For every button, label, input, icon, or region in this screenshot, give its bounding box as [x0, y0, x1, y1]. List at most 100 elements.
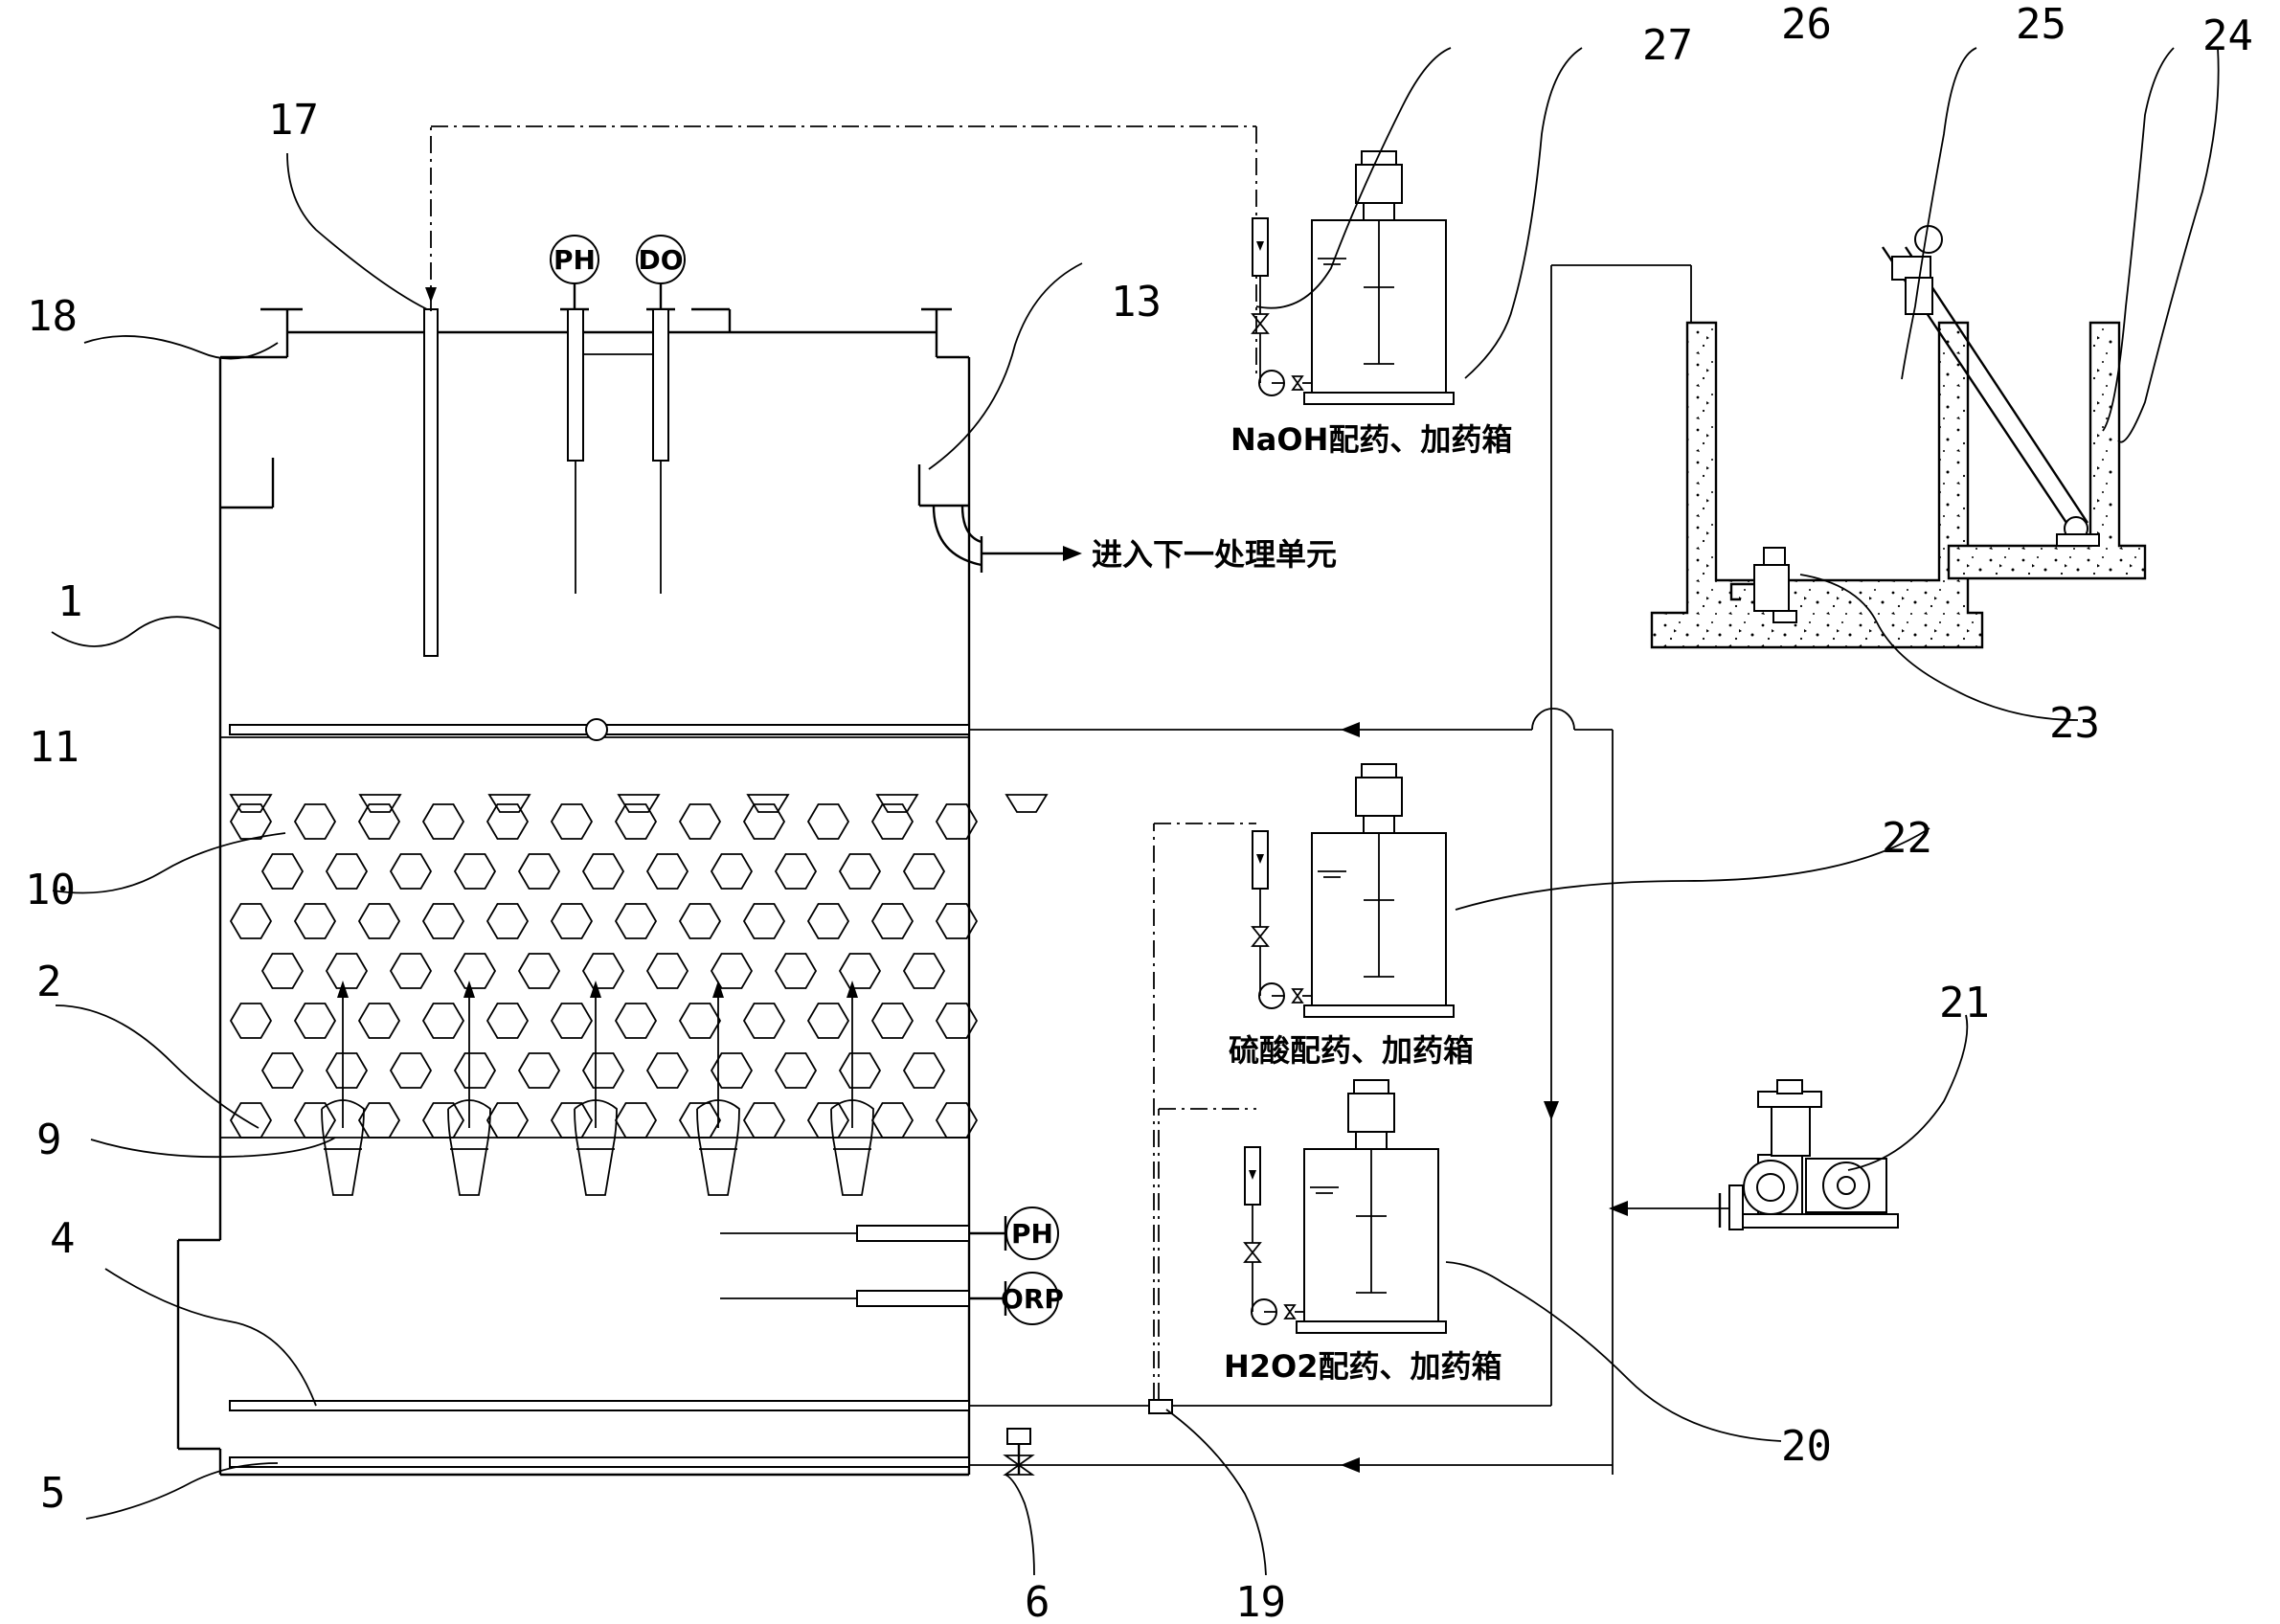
blower-21: [1718, 1079, 1899, 1230]
probe-ph-top: PH: [550, 235, 599, 594]
probe-do-top: DO: [583, 235, 686, 594]
aerator: [830, 981, 874, 1196]
packing-hex: [775, 953, 817, 989]
packing-hex: [679, 1003, 721, 1039]
packing-hex: [454, 853, 496, 890]
callout-26: 26: [1781, 0, 1832, 49]
packing-hex: [326, 953, 368, 989]
leader-lines: [51, 47, 2220, 1576]
return-pipe: [229, 708, 1614, 1475]
packing-hex: [422, 1102, 464, 1139]
packing-hex: [230, 903, 272, 939]
callout-24: 24: [2202, 11, 2253, 60]
naoh-dosing-unit: [1251, 150, 1455, 405]
packing-hex: [746, 794, 790, 813]
packing-hex: [903, 853, 945, 890]
packing-hex: [390, 953, 432, 989]
packing-hex: [518, 1052, 560, 1089]
packing-hex: [358, 903, 400, 939]
aerator: [321, 981, 365, 1196]
packing-hex: [326, 853, 368, 890]
probe-orp-bottom: ORP: [720, 1272, 1064, 1325]
packing-hex: [807, 803, 849, 840]
packing-hex: [871, 903, 914, 939]
packing-hex: [936, 1102, 978, 1139]
packing-hex: [871, 803, 914, 840]
packing-hex: [871, 1003, 914, 1039]
outlet-label: 进入下一处理单元: [1092, 536, 1337, 573]
packing-hex: [646, 1052, 689, 1089]
packing-hex: [294, 903, 336, 939]
mixer-19: [1148, 823, 1256, 1414]
callout-11: 11: [29, 723, 79, 772]
packing-hex: [871, 1102, 914, 1139]
h2so4-box-label: 硫酸配药、加药箱: [1229, 1032, 1474, 1069]
packing-hex: [839, 1052, 881, 1089]
packing-hex: [230, 1003, 272, 1039]
packing-hex: [261, 853, 304, 890]
probe-do-top-label: DO: [638, 244, 683, 276]
packing-hex: [679, 1102, 721, 1139]
dosing-units: [1243, 150, 1455, 1334]
reactor-tank: [176, 307, 971, 1477]
packing-hex: [229, 794, 273, 813]
probe-ph-top-label: PH: [553, 244, 596, 276]
callout-23: 23: [2049, 699, 2100, 748]
packing-hex: [551, 803, 593, 840]
probe-orp-bottom-label: ORP: [1001, 1283, 1064, 1315]
packing-hex: [936, 803, 978, 840]
packing-hex: [358, 1003, 400, 1039]
packing-hex: [839, 853, 881, 890]
packing-hex: [679, 903, 721, 939]
callout-10: 10: [25, 866, 76, 914]
callout-17: 17: [268, 96, 319, 145]
aeration-pipe-5: [229, 1201, 1733, 1468]
callout-21: 21: [1939, 979, 1990, 1027]
sump-tank-26: [1650, 321, 1984, 649]
aerators: [321, 981, 874, 1196]
callout-4: 4: [50, 1214, 76, 1263]
packing-hex: [358, 1102, 400, 1139]
packing-hex: [646, 853, 689, 890]
packing-hex: [261, 1052, 304, 1089]
packing-hex: [775, 853, 817, 890]
packing-hex: [582, 1052, 624, 1089]
packing-hex: [615, 903, 657, 939]
packing-hex: [518, 853, 560, 890]
screen-channel-24: [1947, 321, 2147, 580]
callout-5: 5: [40, 1469, 66, 1518]
packing-hex: [743, 1102, 785, 1139]
packing-hex: [615, 1003, 657, 1039]
packing-hex: [807, 1102, 849, 1139]
packing-hex: [551, 903, 593, 939]
packing-hex: [454, 1052, 496, 1089]
packing-hex: [358, 794, 402, 813]
packing-hex: [390, 1052, 432, 1089]
packing-hex: [617, 794, 661, 813]
aerator: [696, 981, 740, 1196]
packing-hex: [807, 903, 849, 939]
packing-hex: [936, 1003, 978, 1039]
packing-hex: [551, 1102, 593, 1139]
packing-hex: [294, 1003, 336, 1039]
packing-hex: [679, 803, 721, 840]
packing-hex: [903, 1052, 945, 1089]
callout-20: 20: [1781, 1422, 1832, 1471]
packing-hex: [261, 953, 304, 989]
callout-13: 13: [1111, 278, 1162, 327]
submersible-pump-23: [1729, 547, 1797, 623]
packing-hex: [422, 1003, 464, 1039]
callouts: 1 2 4 5 6 9 10 11 13 17 18 19 20 21 22 2…: [25, 0, 2253, 1624]
packing-hex: [326, 1052, 368, 1089]
screen-conveyor-25: [1882, 225, 2100, 547]
aerator: [574, 981, 618, 1196]
packing-hex: [358, 803, 400, 840]
h2so4-dosing-unit: [1251, 763, 1455, 1018]
dosing-pipe-17: [423, 125, 1257, 657]
packing-hex: [422, 803, 464, 840]
packing-hex: [486, 1003, 529, 1039]
packing-hex: [486, 903, 529, 939]
packing-media: [229, 794, 1049, 1139]
callout-1: 1: [57, 577, 83, 626]
